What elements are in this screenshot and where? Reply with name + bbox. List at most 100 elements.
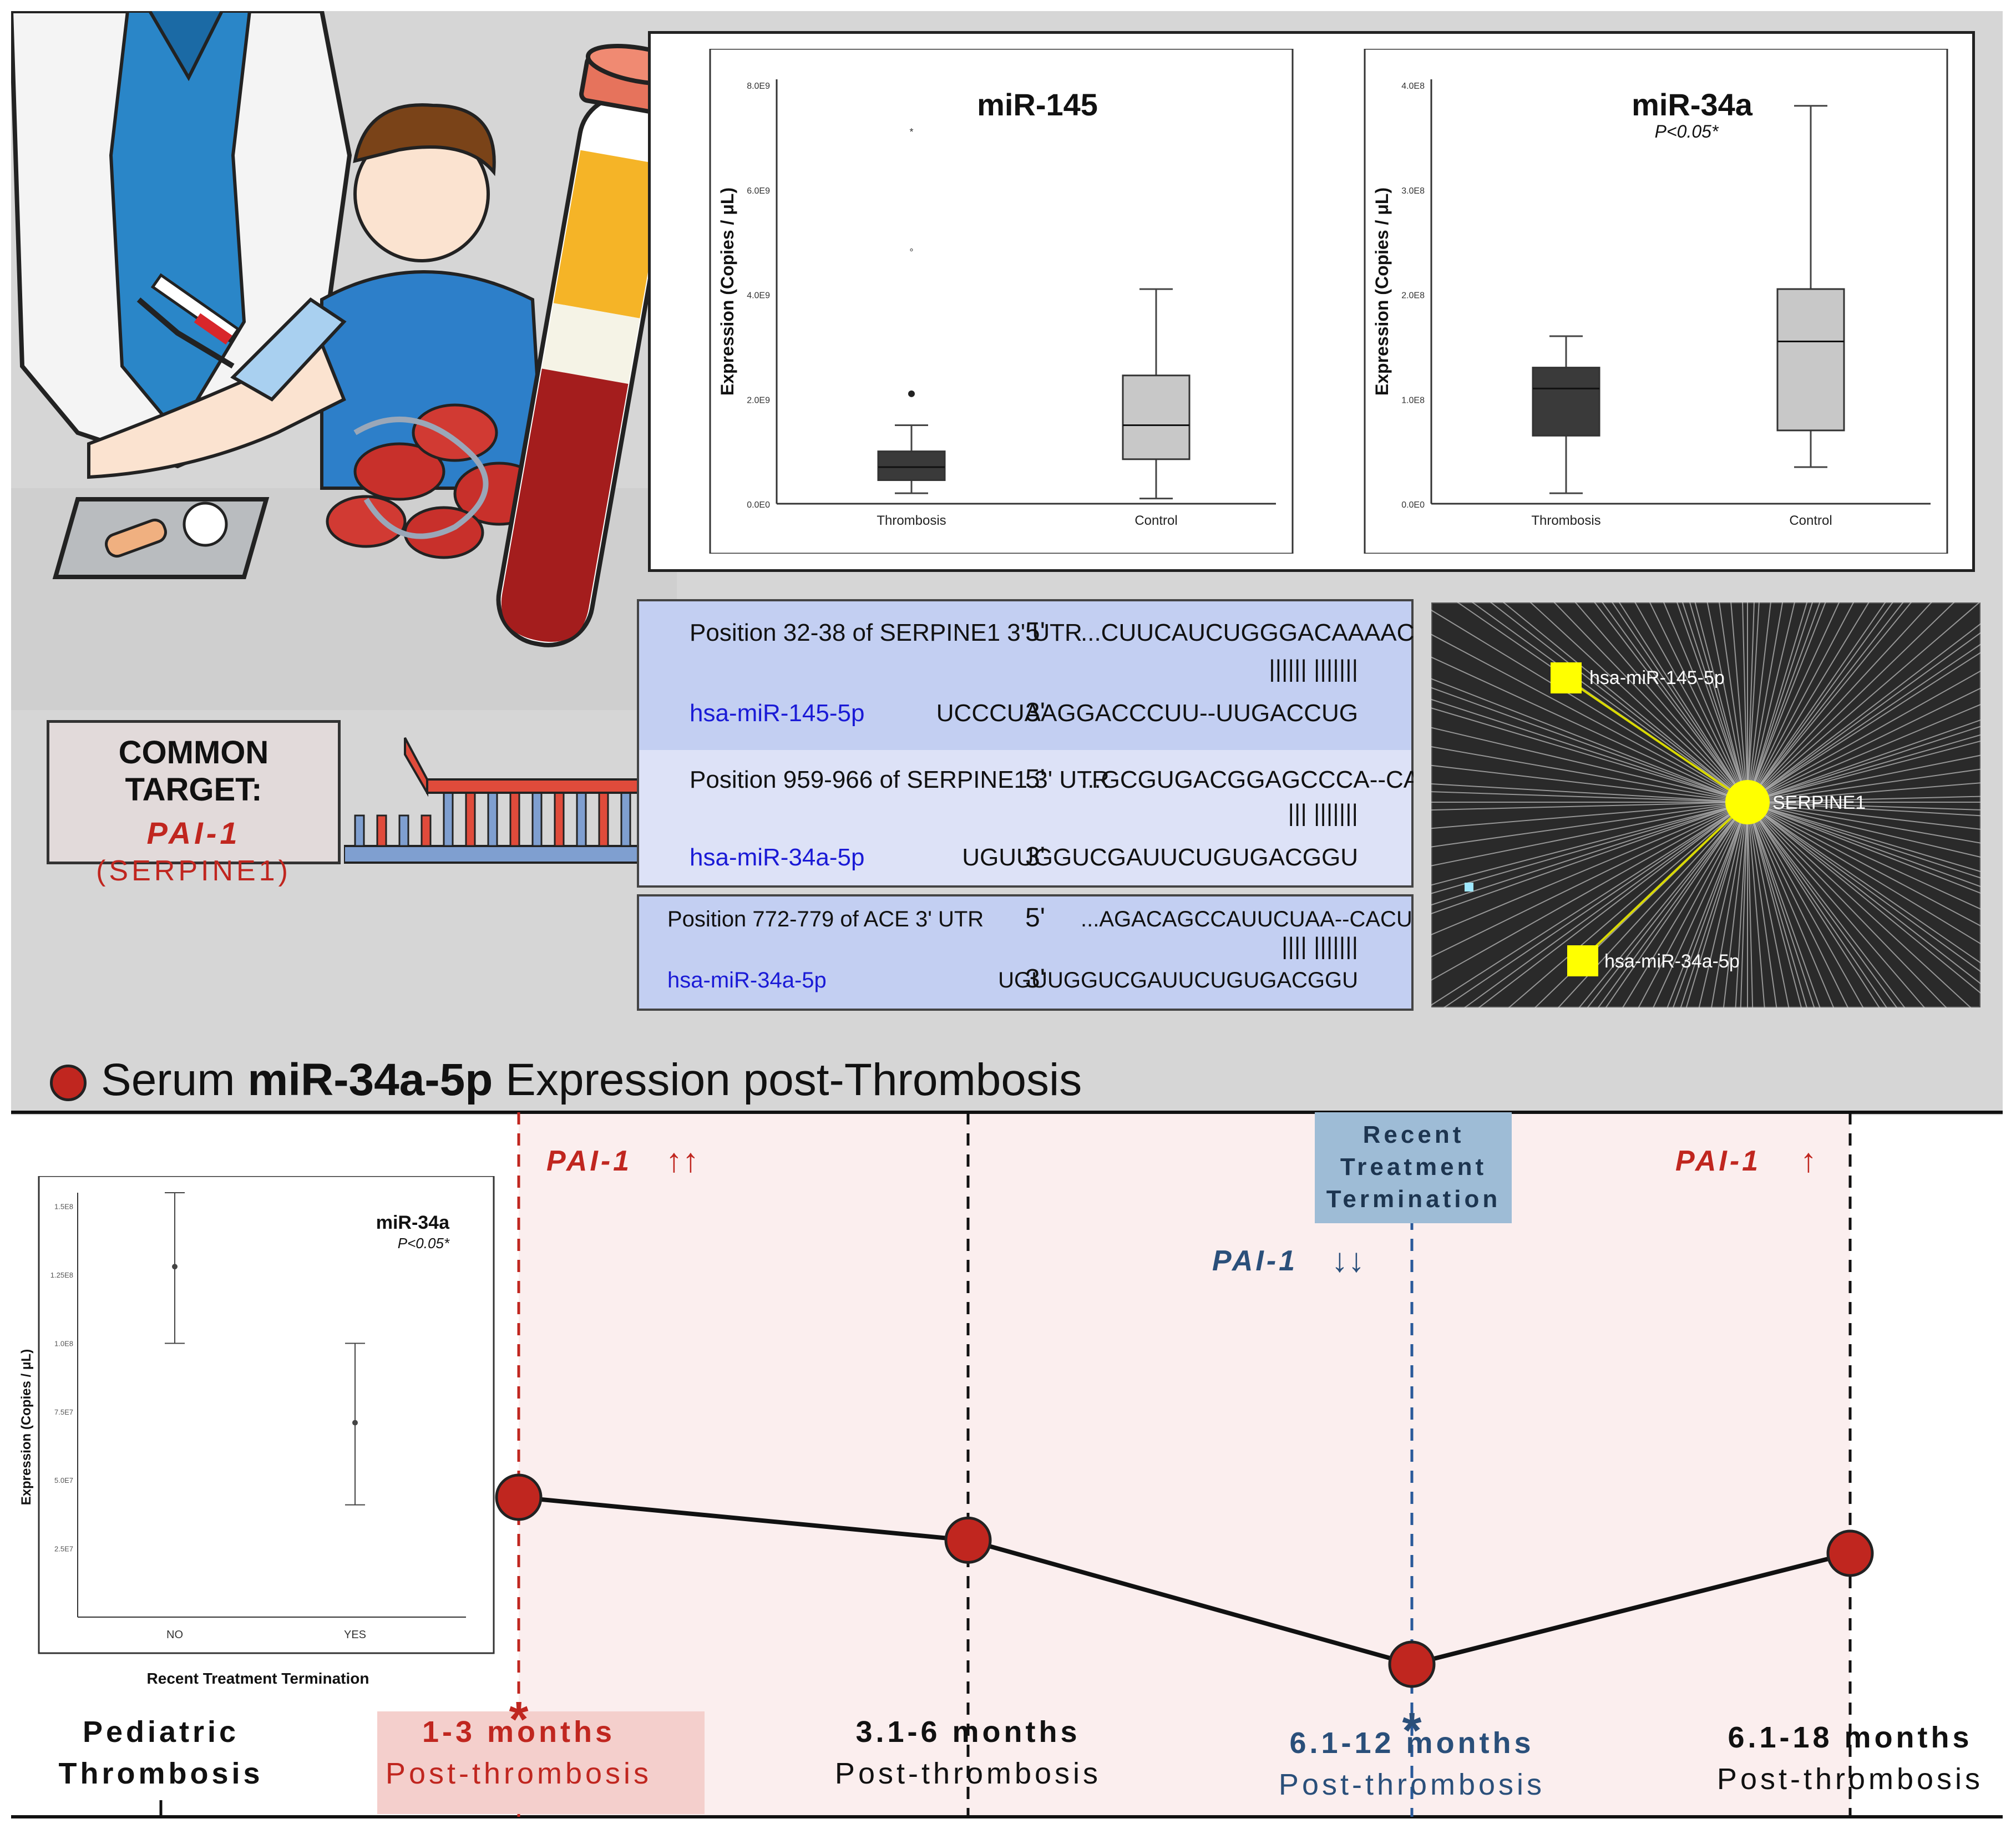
network-edge: [1676, 602, 1748, 803]
timeline-shade: [519, 1112, 1850, 1817]
network-edge: [1747, 802, 1980, 858]
network-edge: [1685, 802, 1748, 1007]
network-edge: [1711, 802, 1748, 1007]
base-pair: [487, 792, 498, 847]
network-edge: [1694, 602, 1748, 803]
base-pair: [531, 792, 543, 847]
network-edge: [1747, 802, 1835, 1007]
timeline-label-line1: 1-3 months: [422, 1715, 615, 1749]
y-tick-label: 7.5E7: [54, 1408, 73, 1416]
network-edge: [1747, 602, 1855, 803]
mirna-label: hsa-miR-34a-5p: [690, 844, 864, 871]
network-edge: [1689, 602, 1748, 803]
timeline-label-line1: 3.1-6 months: [855, 1715, 1080, 1749]
y-tick-label: 1.25E8: [50, 1271, 73, 1279]
network-edge: [1747, 802, 1815, 1007]
network-edge: [1634, 602, 1748, 803]
base-pair: [376, 814, 387, 847]
pai1-down2-label: PAI-1: [1212, 1245, 1298, 1277]
network-edge: [1667, 802, 1748, 1007]
network-edge: [1747, 719, 1980, 803]
outlier-point: *: [909, 126, 913, 138]
network-edge: [1747, 802, 1980, 945]
timeline-label-line1: 6.1-18 months: [1728, 1721, 1972, 1754]
network-edge: [1747, 802, 1880, 1007]
network-edge: [1747, 726, 1980, 803]
pairing-lines: |||| |||||||: [1281, 933, 1358, 960]
x-tick-label: Thrombosis: [1531, 513, 1600, 528]
highlight-label-box: [377, 1711, 705, 1814]
significance-asterisk: *: [509, 1692, 528, 1747]
y-tick-label: 2.0E8: [1401, 291, 1425, 301]
syringe: [150, 273, 240, 343]
network-edge: [1747, 802, 1980, 810]
base-pair: [509, 792, 520, 847]
expression-point: [944, 1516, 992, 1564]
network-edge: [1747, 802, 1765, 1007]
network-edge: [1747, 623, 1980, 803]
alignment-text: Position 32-38 of SERPINE1 3' UTR5'...CU…: [667, 617, 1414, 994]
alignment-target-label: Position 959-966 of SERPINE1 3' UTR: [690, 766, 1110, 793]
network-edge: [1680, 802, 1748, 1007]
network-edge: [1747, 802, 1925, 1007]
network-edge: [1431, 746, 1748, 803]
expression-line: [518, 1495, 1851, 1667]
timeline-chart: RecentTreatmentTerminationPAI-1↑↑PAI-1↓↓…: [11, 1111, 2003, 1818]
network-edge: [1747, 802, 1980, 964]
network-edge: [1747, 602, 1795, 803]
chart-title: miR-145: [977, 87, 1098, 122]
outlier-point: °: [909, 247, 913, 258]
network-edge: [1431, 802, 1748, 935]
plot-frame: [1364, 49, 1948, 554]
network-edge: [1747, 670, 1980, 803]
y-axis-label: Expression (Copies / μL): [717, 188, 737, 396]
up-arrow-icon: ↑: [1800, 1142, 1817, 1179]
significance-asterisk: *: [1402, 1703, 1421, 1759]
timeline-label-line2: Post-thrombosis: [1279, 1768, 1545, 1801]
network-edge: [1431, 802, 1748, 981]
y-tick-label: 2.5E7: [54, 1545, 73, 1553]
network-edge: [1735, 802, 1748, 1007]
node-label: hsa-miR-34a-5p: [1604, 951, 1740, 972]
mirna-sequence: UGUUGGUCGAUUCUGUGACGGU: [962, 844, 1358, 871]
network-edge: [1431, 687, 1748, 803]
y-tick-label: 5.0E7: [54, 1476, 73, 1485]
base-pair: [354, 814, 365, 847]
timeline-label-line2: Post-thrombosis: [1717, 1762, 1983, 1796]
network-edge: [1502, 602, 1748, 803]
mirna-label: hsa-miR-145-5p: [690, 700, 864, 727]
target-sequence: ...CUUCAUCUGGGACAAAACUGGAG..: [1081, 619, 1414, 646]
network-edge: [1431, 802, 1748, 811]
treatment-box-text: Treatment: [1340, 1153, 1487, 1181]
network-edge: [1747, 802, 1947, 1007]
x-tick-label: Control: [1789, 513, 1832, 528]
edge-mir145: [1563, 676, 1749, 803]
network-edge: [1747, 602, 1886, 803]
timeline-label-line2: Post-thrombosis: [386, 1757, 652, 1790]
expression-point: [1826, 1529, 1874, 1577]
network-edge: [1747, 602, 1893, 803]
network-edge: [1747, 644, 1980, 803]
network-edge: [1723, 802, 1748, 1007]
down-arrows-icon: ↓↓: [1331, 1242, 1365, 1279]
network-edge: [1747, 802, 1980, 910]
box-thrombosis: [877, 450, 946, 482]
blood-tube-icon: [496, 44, 677, 647]
network-edge: [1747, 802, 1980, 926]
network-edge: [1747, 602, 1784, 803]
network-edge: [1747, 782, 1980, 803]
node-serpine1: [1725, 780, 1770, 824]
network-edge: [1622, 802, 1748, 1007]
base-pair: [576, 792, 587, 847]
errorbar-chart: 1.5E81.25E81.0E87.5E75.0E72.5E7Expressio…: [19, 1176, 495, 1687]
x-tick-label: NO: [166, 1629, 183, 1641]
network-edge: [1431, 802, 1748, 829]
y-tick-label: 3.0E8: [1401, 186, 1425, 196]
legend-marker-icon: [50, 1065, 87, 1102]
common-target-gene: (SERPINE1): [96, 855, 291, 887]
y-tick-label: 1.0E8: [54, 1339, 73, 1347]
pai1-up1-label: PAI-1: [1675, 1145, 1761, 1177]
network-edge: [1443, 802, 1748, 1007]
network-edge: [1431, 678, 1748, 803]
